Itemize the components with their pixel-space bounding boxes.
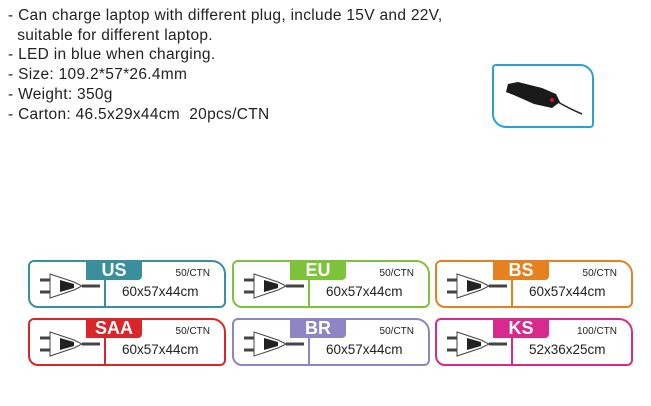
carton-qty: 100/CTN bbox=[576, 326, 617, 337]
carton-dims: 60x57x44cm bbox=[529, 284, 606, 299]
plug-icon bbox=[244, 331, 304, 357]
carton-qty: 50/CTN bbox=[379, 326, 414, 337]
plug-type-label: BS bbox=[493, 260, 549, 280]
spec-line: - Carton: 46.5x29x44cm 20pcs/CTN bbox=[8, 105, 270, 123]
plug-type-label: KS bbox=[493, 318, 549, 338]
carton-dims: 60x57x44cm bbox=[326, 284, 403, 299]
divider bbox=[308, 262, 310, 306]
spec-line: - Can charge laptop with different plug,… bbox=[8, 7, 443, 24]
carton-qty: 50/CTN bbox=[582, 268, 617, 279]
divider bbox=[308, 320, 310, 364]
plug-type-label: SAA bbox=[86, 318, 142, 338]
carton-dims: 60x57x44cm bbox=[122, 342, 199, 357]
spec-line: suitable for different laptop. bbox=[8, 26, 213, 44]
carton-qty: 50/CTN bbox=[175, 326, 210, 337]
plug-icon bbox=[447, 273, 507, 299]
plug-card-bs: BS 50/CTN 60x57x44cm bbox=[435, 260, 633, 308]
carton-dims: 52x36x25cm bbox=[529, 342, 606, 357]
plug-icon bbox=[40, 273, 100, 299]
spec-line: - Weight: 350g bbox=[8, 85, 113, 103]
spec-line: - LED in blue when charging. bbox=[8, 46, 216, 64]
plug-card-ks: KS 100/CTN 52x36x25cm bbox=[435, 318, 633, 366]
divider bbox=[104, 262, 106, 306]
plug-card-eu: EU 50/CTN 60x57x44cm bbox=[232, 260, 430, 308]
plug-card-us: US 50/CTN 60x57x44cm bbox=[28, 260, 226, 308]
plug-card-br: BR 50/CTN 60x57x44cm bbox=[232, 318, 430, 366]
car-charger-image bbox=[492, 64, 594, 128]
plug-icon bbox=[447, 331, 507, 357]
spec-list: - Can charge laptop with different plug,… bbox=[8, 6, 443, 124]
plug-type-label: EU bbox=[290, 260, 346, 280]
divider bbox=[104, 320, 106, 364]
plug-icon bbox=[244, 273, 304, 299]
plug-type-label: US bbox=[86, 260, 142, 280]
divider bbox=[511, 262, 513, 306]
carton-qty: 50/CTN bbox=[175, 268, 210, 279]
car-charger-icon bbox=[506, 82, 583, 115]
carton-dims: 60x57x44cm bbox=[122, 284, 199, 299]
divider bbox=[511, 320, 513, 364]
plug-icon bbox=[40, 331, 100, 357]
spec-line: - Size: 109.2*57*26.4mm bbox=[8, 66, 188, 84]
carton-qty: 50/CTN bbox=[379, 268, 414, 279]
plug-card-saa: SAA 50/CTN 60x57x44cm bbox=[28, 318, 226, 366]
carton-dims: 60x57x44cm bbox=[326, 342, 403, 357]
plug-type-label: BR bbox=[290, 318, 346, 338]
